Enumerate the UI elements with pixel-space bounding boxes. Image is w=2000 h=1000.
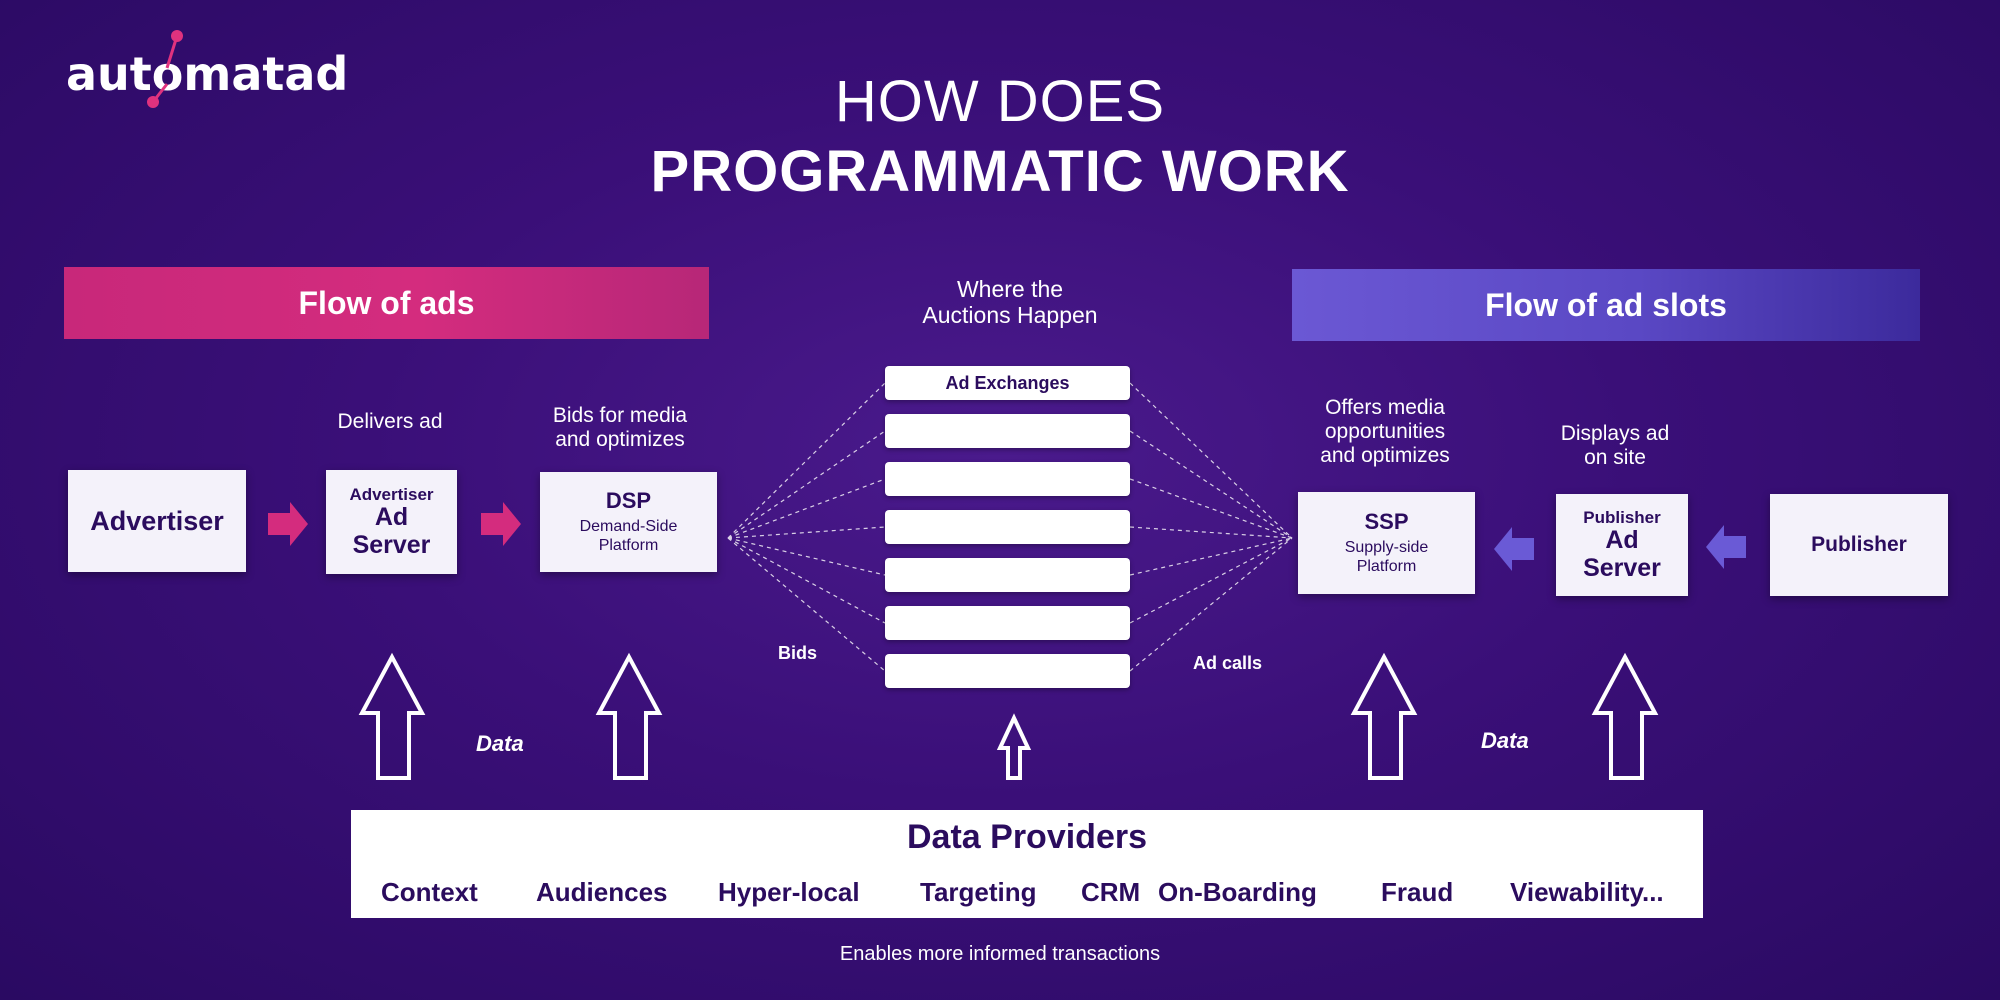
dsp-sub-line-2: Platform xyxy=(598,537,659,555)
ssp-caption-line-1: Offers media xyxy=(1325,396,1445,419)
data-provider-item: Viewability... xyxy=(1510,877,1664,907)
ad-calls-label: Ad calls xyxy=(1193,653,1263,673)
advertiser-label: Advertiser xyxy=(90,505,224,536)
data-arrow-up-icon xyxy=(1591,652,1659,780)
ssp-sub-line-2: Platform xyxy=(1356,558,1417,576)
dsp-sub-line-1: Demand-Side xyxy=(579,517,678,535)
data-provider-item: Targeting xyxy=(920,877,1037,907)
arrow-left-icon xyxy=(1494,527,1534,571)
dsp-box: DSP Demand-Side Platform xyxy=(540,472,717,572)
auction-caption-line-2: Auctions Happen xyxy=(922,302,1098,329)
data-label-left: Data xyxy=(476,731,524,756)
ad-call-lines xyxy=(1129,382,1293,672)
auction-caption: Where the Auctions Happen xyxy=(860,276,1160,329)
data-provider-item: Fraud xyxy=(1381,877,1454,907)
title-line-2: PROGRAMMATIC WORK xyxy=(650,139,1350,204)
auction-caption-line-1: Where the xyxy=(956,276,1064,302)
data-provider-item: CRM xyxy=(1081,877,1141,907)
bids-label: Bids xyxy=(778,643,818,663)
ssp-box: SSP Supply-side Platform xyxy=(1298,492,1475,594)
data-providers-title: Data Providers xyxy=(907,818,1147,856)
flow-of-ads-banner: Flow of ads xyxy=(64,267,709,339)
flow-of-ad-slots-label: Flow of ad slots xyxy=(1485,286,1727,323)
data-arrow-up-icon xyxy=(1350,652,1418,780)
publisher-ad-server-caption: Displays ad on site xyxy=(1530,422,1700,470)
ssp-caption: Offers media opportunities and optimizes xyxy=(1290,396,1480,468)
ad-exchanges-row: Ad Exchanges xyxy=(885,366,1130,400)
ad-exchange-row xyxy=(885,654,1130,688)
data-label-right: Data xyxy=(1481,728,1529,753)
advertiser-ad-server-small: Advertiser xyxy=(349,484,434,504)
ssp-sub-line-1: Supply-side xyxy=(1344,538,1429,556)
ssp-caption-line-3: and optimizes xyxy=(1320,444,1450,468)
dsp-caption: Bids for media and optimizes xyxy=(520,404,720,452)
advertiser-box: Advertiser xyxy=(68,470,246,572)
title-line-1: HOW DOES xyxy=(834,69,1166,134)
logo-text: automatad xyxy=(66,47,348,101)
ssp-caption-line-2: opportunities xyxy=(1324,420,1446,444)
advertiser-ad-server-big-1: Ad xyxy=(374,503,409,532)
publisher-label: Publisher xyxy=(1811,533,1907,557)
data-arrow-up-icon xyxy=(358,652,426,780)
dsp-title: DSP xyxy=(605,487,652,513)
ssp-title: SSP xyxy=(1364,508,1409,534)
data-provider-item: Hyper-local xyxy=(718,877,860,907)
ad-exchange-row xyxy=(885,558,1130,592)
advertiser-ad-server-big-2: Server xyxy=(352,530,431,559)
automatad-logo: automatad xyxy=(66,30,348,108)
ad-exchange-row xyxy=(885,510,1130,544)
ad-exchange-row xyxy=(885,414,1130,448)
data-provider-item: Context xyxy=(381,877,478,907)
footer-caption: Enables more informed transactions xyxy=(839,943,1161,965)
flow-of-ad-slots-banner: Flow of ad slots xyxy=(1292,269,1920,341)
arrow-right-icon xyxy=(268,502,308,546)
dsp-caption-line-1: Bids for media xyxy=(552,404,688,427)
publisher-box: Publisher xyxy=(1770,494,1948,596)
publisher-ad-server-small: Publisher xyxy=(1583,507,1661,527)
advertiser-ad-server-box: Advertiser Ad Server xyxy=(326,470,457,574)
bid-lines xyxy=(727,382,886,672)
ad-exchanges-label: Ad Exchanges xyxy=(945,372,1070,393)
data-providers-box: Data Providers Context Audiences Hyper-l… xyxy=(351,810,1703,918)
arrow-right-icon xyxy=(481,502,521,546)
publisher-ad-server-caption-line-2: on site xyxy=(1584,446,1646,470)
arrow-left-icon xyxy=(1706,525,1746,569)
data-arrow-up-icon xyxy=(996,713,1032,780)
data-provider-item: Audiences xyxy=(536,877,668,907)
data-provider-item: On-Boarding xyxy=(1158,877,1317,907)
ad-exchange-row xyxy=(885,462,1130,496)
flow-of-ads-label: Flow of ads xyxy=(298,284,475,321)
dsp-caption-line-2: and optimizes xyxy=(555,428,685,452)
delivers-ad-caption: Delivers ad xyxy=(337,410,443,433)
ad-exchange-row xyxy=(885,606,1130,640)
publisher-ad-server-big-2: Server xyxy=(1583,553,1661,582)
publisher-ad-server-box: Publisher Ad Server xyxy=(1556,494,1688,596)
logo-molecule-icon xyxy=(147,30,183,108)
data-arrow-up-icon xyxy=(595,652,663,780)
publisher-ad-server-big-1: Ad xyxy=(1605,526,1639,555)
publisher-ad-server-caption-line-1: Displays ad xyxy=(1560,422,1670,445)
